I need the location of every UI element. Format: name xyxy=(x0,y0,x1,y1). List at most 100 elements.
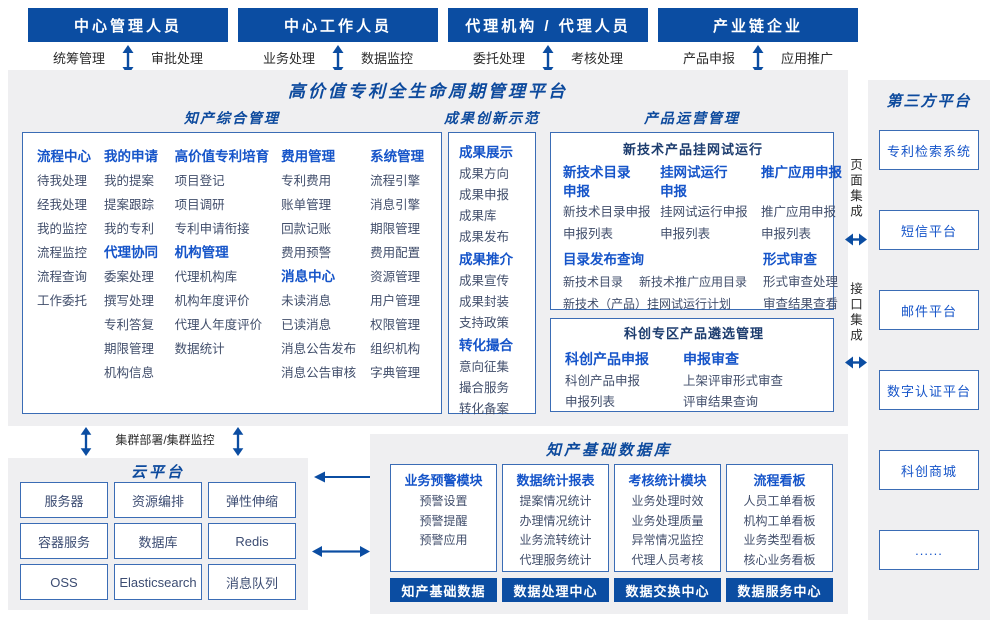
double-arrow-vertical-icon xyxy=(232,427,244,456)
ip-column: 系统管理 流程引擎消息引擎期限管理费用配置资源管理用户管理权限管理组织机构字典管… xyxy=(370,145,427,401)
group-header: 目录发布查询 xyxy=(563,252,644,267)
group-header: 系统管理 xyxy=(370,149,425,164)
cloud-service-box: 资源编排 xyxy=(114,482,202,518)
third-party-system-box: ...... xyxy=(879,530,979,570)
menu-item: 经我处理 xyxy=(37,198,88,212)
menu-item: 审查结果查看 xyxy=(763,297,839,311)
section-title: 知产综合管理 xyxy=(184,110,280,126)
actor-roles: 业务处理 数据监控 xyxy=(238,42,438,72)
menu-item: 新技术推广应用目录 xyxy=(639,275,748,289)
actor-role-label: 业务处理 xyxy=(262,50,315,66)
db-module-box: 数据统计报表 提案情况统计办理情况统计业务流转统计代理服务统计 xyxy=(502,464,609,572)
menu-item: 提案跟踪 xyxy=(104,198,155,212)
ip-column: 流程中心 待我处理经我处理我的监控流程监控流程查询工作委托 xyxy=(37,145,92,401)
menu-item: 代理服务统计 xyxy=(519,552,592,567)
menu-item: 工作委托 xyxy=(37,294,88,308)
group-header: 高价值专利培育 xyxy=(174,149,270,164)
menu-item: 异常情况监控 xyxy=(631,533,704,547)
group-header: 科创产品申报 xyxy=(565,351,649,367)
platform-panel: 高价值专利全生命周期管理平台 知产综合管理 流程中心 待我处理经我处理我的监控流… xyxy=(8,70,848,426)
menu-item: 科创产品申报 xyxy=(565,374,641,388)
actor-title-bar: 中心管理人员 xyxy=(28,8,228,42)
menu-item: 流程查询 xyxy=(37,270,88,284)
menu-item: 消息公告发布 xyxy=(281,342,357,356)
data-center-button: 知产基础数据 xyxy=(390,578,497,602)
menu-item: 资源管理 xyxy=(370,270,421,284)
section-third-party: 第三方平台 专利检索系统短信平台邮件平台数字认证平台科创商城...... xyxy=(868,80,990,620)
menu-item: 数据统计 xyxy=(174,342,225,356)
trial-operation-box: 新技术产品挂网试运行 新技术目录申报 新技术目录申报申报列表 挂网试运行申报 挂… xyxy=(550,132,842,311)
group-header: 数据统计报表 xyxy=(516,473,595,488)
sub-box-title: 科创专区产品遴选管理 xyxy=(623,326,764,341)
menu-item: 组织机构 xyxy=(370,342,421,356)
db-module-box: 考核统计模块 业务处理时效业务处理质量异常情况监控代理人员考核 xyxy=(614,464,721,572)
menu-item: 成果宣传 xyxy=(459,274,510,288)
menu-item: 流程监控 xyxy=(37,246,88,260)
menu-item: 业务处理质量 xyxy=(631,513,704,528)
db-module-box: 业务预警模块 预警设置预警提醒预警应用 xyxy=(390,464,497,572)
double-arrow-horizontal-icon xyxy=(845,356,867,369)
actor-role-label: 委托处理 xyxy=(472,50,525,66)
menu-item: 我的提案 xyxy=(104,174,155,188)
group-header: 费用管理 xyxy=(281,149,336,164)
menu-item: 成果库 xyxy=(459,209,497,223)
data-center-button: 数据处理中心 xyxy=(502,578,609,602)
menu-item: 形式审查处理 xyxy=(763,275,839,289)
menu-item: 业务流转统计 xyxy=(519,533,592,547)
section-title: 云平台 xyxy=(130,464,185,481)
menu-item: 申报列表 xyxy=(761,227,812,241)
menu-item: 撮合服务 xyxy=(459,381,510,395)
achievement-box: 成果展示 成果方向成果申报成果库成果发布 成果推介 成果宣传成果封装支持政策 转… xyxy=(448,132,536,416)
cloud-service-box: 数据库 xyxy=(114,523,202,559)
actor-role-label: 应用推广 xyxy=(781,50,834,66)
section-title: 知产基础数据库 xyxy=(545,442,672,459)
menu-item: 推广应用申报 xyxy=(761,205,837,219)
group-header: 机构管理 xyxy=(174,245,229,260)
menu-item: 人员工单看板 xyxy=(743,494,816,508)
menu-item: 申报列表 xyxy=(563,227,614,241)
menu-item: 项目登记 xyxy=(174,174,225,188)
menu-item: 机构工单看板 xyxy=(743,513,816,528)
menu-item: 转化备案 xyxy=(459,402,510,416)
sub-box-title: 新技术产品挂网试运行 xyxy=(622,142,763,157)
cloud-service-box: Elasticsearch xyxy=(114,564,202,600)
actor-role-label: 统筹管理 xyxy=(52,50,105,66)
actor-roles: 产品申报 应用推广 xyxy=(658,42,858,72)
menu-item: 提案情况统计 xyxy=(519,494,592,508)
third-party-system-box: 短信平台 xyxy=(879,210,979,250)
menu-item: 委案处理 xyxy=(104,270,155,284)
menu-item: 代理机构库 xyxy=(174,270,238,284)
menu-item: 待我处理 xyxy=(37,174,88,188)
actor-title-bar: 产业链企业 xyxy=(658,8,858,42)
group-header: 我的申请 xyxy=(104,149,158,164)
group-header: 挂网试运行申报 xyxy=(660,165,728,199)
menu-item: 成果发布 xyxy=(459,230,510,244)
trial-column: 形式审查 形式审查处理审查结果查看 xyxy=(763,249,838,315)
third-party-system-box: 科创商城 xyxy=(879,450,979,490)
menu-item: 期限管理 xyxy=(104,342,155,356)
group-header: 成果推介 xyxy=(459,252,513,267)
section-title: 成果创新示范 xyxy=(444,110,540,126)
ip-column: 高价值专利培育 项目登记项目调研专利申请衔接 机构管理 代理机构库机构年度评价代… xyxy=(175,145,270,401)
actor-role-label: 审批处理 xyxy=(151,50,204,66)
menu-item: 项目调研 xyxy=(174,198,225,212)
platform-title: 高价值专利全生命周期管理平台 xyxy=(288,82,568,101)
menu-item: 新技术目录申报 xyxy=(563,205,651,219)
menu-item: 机构信息 xyxy=(104,366,155,380)
cloud-service-box: OSS xyxy=(20,564,108,600)
ip-column: 我的申请 我的提案提案跟踪我的专利 代理协同 委案处理撰写处理专利答复期限管理机… xyxy=(104,145,163,401)
double-arrow-horizontal-icon xyxy=(312,546,370,557)
cloud-service-box: Redis xyxy=(208,523,296,559)
actor-title-bar: 代理机构 / 代理人员 xyxy=(448,8,648,42)
group-header: 形式审查 xyxy=(763,252,817,267)
ip-column: 费用管理 专利费用账单管理回款记账费用预警 消息中心 未读消息已读消息消息公告发… xyxy=(281,145,358,401)
menu-item: 字典管理 xyxy=(370,366,421,380)
group-header: 代理协同 xyxy=(104,245,158,260)
section-title: 产品运营管理 xyxy=(644,110,740,126)
actor-roles: 委托处理 考核处理 xyxy=(448,42,648,72)
menu-item: 业务处理时效 xyxy=(631,494,704,508)
menu-item: 回款记账 xyxy=(281,222,332,236)
section-product-operation: 产品运营管理 新技术产品挂网试运行 新技术目录申报 新技术目录申报申报列表 挂网… xyxy=(546,106,842,418)
menu-item: 支持政策 xyxy=(459,316,510,330)
